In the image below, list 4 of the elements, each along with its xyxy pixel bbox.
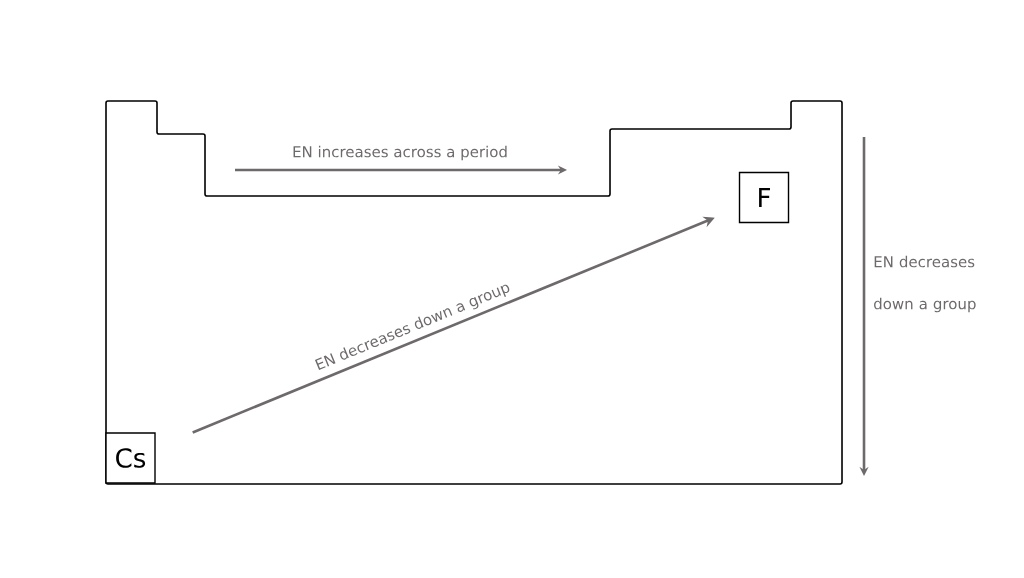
annotation-text: EN increases across a period: [293, 145, 507, 161]
annotation-text: EN decreases down a group: [874, 255, 976, 313]
element-box: Cs: [105, 432, 156, 484]
element-box: F: [738, 171, 790, 224]
